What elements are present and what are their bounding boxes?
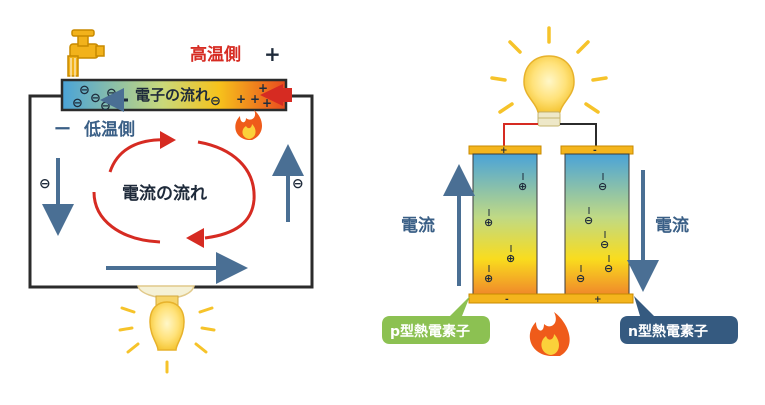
- p-type-callout: p型熱電素子: [382, 296, 490, 344]
- electron-symbol: ⊖: [584, 214, 593, 227]
- bottom-plate: [468, 293, 634, 304]
- wire-red: [503, 123, 538, 146]
- current-arc-right: [197, 140, 256, 240]
- electron-symbol: ⊖: [79, 83, 90, 98]
- bottom-plus: +: [594, 295, 602, 305]
- p-top-plus: +: [500, 146, 508, 156]
- hole-symbol: ⊕: [506, 252, 515, 265]
- faucet-icon: [67, 29, 105, 78]
- hot-side-plus: +: [264, 42, 281, 66]
- electron-symbol: ⊖: [210, 94, 221, 109]
- hole-symbol: +: [258, 81, 268, 95]
- right-module: + - ⊕ ⊕ ⊕ ⊕ ⊖ ⊖ ⊖ ⊖ ⊖: [382, 26, 738, 356]
- cold-side-label: 低温側: [83, 119, 135, 140]
- right-electron-symbol: ⊖: [292, 176, 304, 192]
- left-electron-symbol: ⊖: [39, 176, 51, 192]
- electron-symbol: ⊖: [90, 91, 101, 106]
- electron-symbol: ⊖: [576, 272, 585, 285]
- n-leg-electrons: ⊖ ⊖ ⊖ ⊖ ⊖: [576, 180, 613, 285]
- current-left-label: 電流: [401, 215, 435, 236]
- hole-symbol: +: [250, 92, 260, 106]
- hole-symbol: ⊕: [518, 180, 527, 193]
- p-leg-holes: ⊕ ⊕ ⊕ ⊕: [484, 180, 527, 285]
- n-type-callout: n型熱電素子: [620, 296, 738, 344]
- current-flow-label: 電流の流れ: [122, 183, 207, 204]
- bar-hole-symbols: + + + +: [236, 81, 272, 110]
- current-arc-left: [92, 191, 161, 244]
- n-top-minus: -: [593, 146, 597, 156]
- p-type-leg: [472, 153, 538, 295]
- electron-flow-label: 電子の流れ: [135, 86, 210, 104]
- bottom-minus: -: [505, 295, 509, 305]
- hole-symbol: +: [236, 92, 246, 106]
- p-leg-carrier-arrows: [488, 173, 524, 272]
- electron-symbol: ⊖: [604, 262, 613, 275]
- electron-symbol: ⊖: [100, 99, 111, 114]
- electron-symbol: ⊖: [598, 180, 607, 193]
- hole-symbol: ⊕: [484, 272, 493, 285]
- fire-icon: [235, 110, 262, 140]
- light-bulb-top-icon: [490, 26, 608, 127]
- current-right-label: 電流: [655, 215, 689, 236]
- cold-side-minus: ー: [54, 120, 71, 140]
- current-arrowhead-top: [160, 131, 176, 149]
- left-circuit: ⊖ ⊖ ⊖ ⊖ ⊖ ⊖ + + + + 電子の流れ 高温側 + ー 低温側: [28, 29, 314, 374]
- n-top-plate: [560, 145, 634, 155]
- fire-icon-right: [529, 312, 570, 356]
- p-type-label: p型熱電素子: [390, 323, 470, 340]
- light-bulb-bottom-icon: [118, 285, 216, 374]
- hot-side-label: 高温側: [190, 44, 241, 65]
- n-type-leg: [564, 153, 630, 295]
- electron-symbol: ⊖: [600, 238, 609, 251]
- wire-black: [560, 123, 597, 146]
- n-leg-carrier-arrows: [580, 173, 610, 272]
- hole-symbol: ⊕: [484, 216, 493, 229]
- hole-symbol: +: [262, 96, 272, 110]
- electron-symbol: ⊖: [72, 96, 83, 111]
- heat-arrow-icon: [260, 84, 292, 106]
- n-type-label: n型熱電素子: [628, 323, 708, 340]
- current-arrowhead-bottom: [186, 228, 204, 248]
